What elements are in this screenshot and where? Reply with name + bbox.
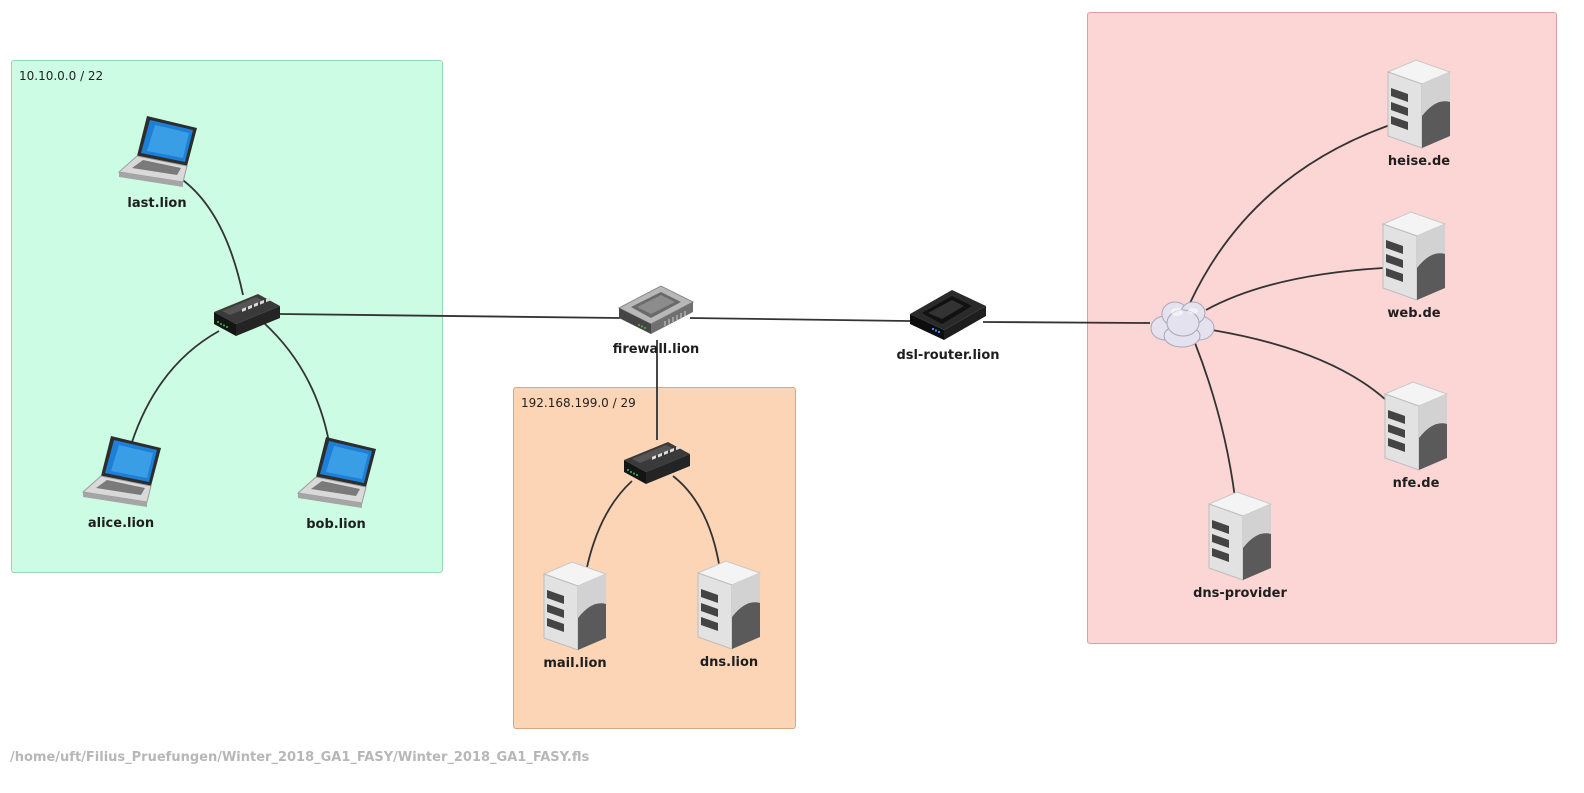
node-dns-lion[interactable]: dns.lion	[669, 559, 789, 670]
node-dns-provider[interactable]: dns-provider	[1180, 490, 1300, 601]
server-icon	[1207, 491, 1273, 581]
node-mail-lion[interactable]: mail.lion	[515, 560, 635, 671]
node-switch-dmz[interactable]	[597, 436, 717, 492]
file-path-status: /home/uft/Filius_Pruefungen/Winter_2018_…	[10, 750, 590, 765]
node-label-web-de: web.de	[1387, 306, 1441, 321]
link-cloud-nfe[interactable]	[1211, 329, 1387, 401]
zone-dmz: 192.168.199.0 / 29	[513, 387, 796, 729]
node-label-dns-lion: dns.lion	[699, 655, 759, 670]
node-alice-lion[interactable]: alice.lion	[61, 434, 181, 531]
link-cloud-web[interactable]	[1205, 267, 1384, 311]
server-icon	[1383, 381, 1449, 471]
link-switch-dmz-mail[interactable]	[586, 480, 633, 568]
switch-icon	[624, 442, 690, 484]
node-last-lion[interactable]: last.lion	[97, 114, 217, 211]
node-bob-lion[interactable]: bob.lion	[276, 435, 396, 532]
server-icon	[1381, 211, 1447, 301]
cloud-icon	[1150, 301, 1215, 348]
link-switch-bob[interactable]	[263, 322, 330, 443]
node-nfe-de[interactable]: nfe.de	[1356, 380, 1476, 491]
zone-lan-label: 10.10.0.0 / 22	[19, 69, 104, 83]
router-icon	[910, 290, 986, 340]
node-label-bob-lion: bob.lion	[306, 517, 366, 532]
link-cloud-dns-provider[interactable]	[1194, 342, 1236, 499]
node-web-de[interactable]: web.de	[1354, 210, 1474, 321]
node-heise-de[interactable]: heise.de	[1359, 58, 1479, 169]
node-label-firewall-lion: firewall.lion	[612, 342, 700, 357]
node-label-last-lion: last.lion	[127, 196, 187, 211]
link-switch-dmz-dns[interactable]	[672, 475, 721, 571]
firewall-icon	[617, 285, 695, 334]
switch-icon	[214, 294, 280, 336]
node-dsl-router-lion[interactable]: dsl-router.lion	[888, 284, 1008, 363]
link-switch-firewall[interactable]	[279, 313, 621, 319]
node-label-heise-de: heise.de	[1387, 154, 1451, 169]
node-switch-lan[interactable]	[187, 288, 307, 344]
server-icon	[696, 560, 762, 650]
node-internet-cloud[interactable]	[1122, 298, 1242, 354]
node-label-mail-lion: mail.lion	[543, 656, 607, 671]
link-router-cloud[interactable]	[982, 321, 1151, 324]
server-icon	[1386, 59, 1452, 149]
link-firewall-router[interactable]	[689, 317, 911, 322]
node-label-dsl-router-lion: dsl-router.lion	[896, 348, 1000, 363]
node-label-alice-lion: alice.lion	[87, 516, 155, 531]
node-label-nfe-de: nfe.de	[1392, 476, 1440, 491]
node-firewall-lion[interactable]: firewall.lion	[596, 280, 716, 357]
laptop-icon	[296, 437, 376, 508]
link-switch-last[interactable]	[179, 177, 244, 296]
link-cloud-heise[interactable]	[1189, 124, 1391, 304]
laptop-icon	[81, 436, 161, 507]
link-switch-alice[interactable]	[131, 330, 220, 443]
node-label-dns-provider: dns-provider	[1193, 586, 1287, 601]
server-icon	[542, 561, 608, 651]
zone-dmz-label: 192.168.199.0 / 29	[521, 396, 636, 410]
laptop-icon	[117, 116, 197, 187]
